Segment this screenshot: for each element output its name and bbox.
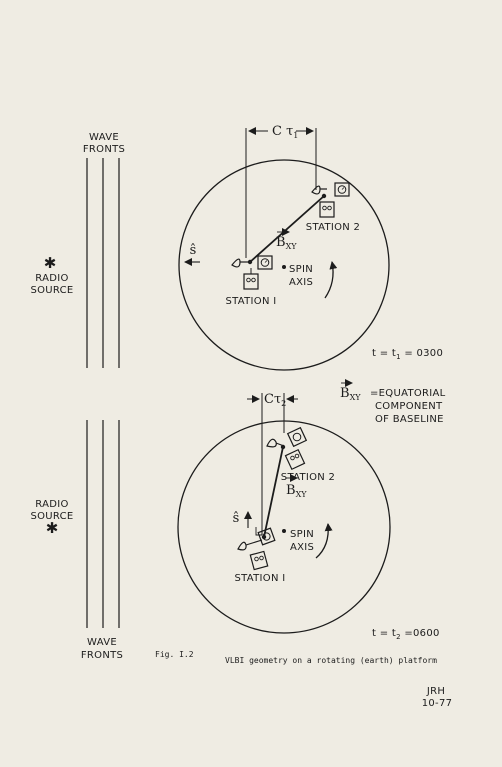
- top-panel: WAVE FRONTS ✱ RADIO SOURCE C τ1 BXY ŝ: [30, 124, 443, 371]
- bottom-s-hat-label: ŝ: [233, 511, 240, 526]
- bottom-radio-source-label-1: RADIO: [35, 499, 68, 510]
- top-station2-node: [321, 193, 327, 199]
- bottom-spin-label-1: SPIN: [290, 529, 314, 540]
- bottom-station2-node: [280, 444, 286, 450]
- figure-caption: VLBI geometry on a rotating (earth) plat…: [225, 656, 437, 665]
- bottom-radio-source-label-2: SOURCE: [30, 511, 73, 522]
- top-radio-source-star: ✱: [44, 254, 57, 272]
- top-bxy-label: BXY: [276, 235, 297, 251]
- top-ctau-label: C τ1: [272, 124, 298, 140]
- top-station2: [311, 182, 350, 218]
- bottom-spin-label-2: AXIS: [290, 542, 314, 553]
- bottom-rotation-arrow: [315, 523, 333, 559]
- top-spin-label-1: SPIN: [289, 264, 313, 275]
- bottom-wave-label-1: WAVE: [87, 637, 117, 648]
- bottom-wave-label-2: FRONTS: [81, 650, 123, 661]
- top-spin-label-2: AXIS: [289, 277, 313, 288]
- bottom-station1-clock-icon: [257, 527, 276, 546]
- bottom-station2-clock-icon: [286, 426, 308, 448]
- legend-block: BXY =EQUATORIAL COMPONENT OF BASELINE: [340, 379, 446, 425]
- top-station2-clock-icon: [334, 182, 350, 197]
- bottom-station1-recorder-icon: [249, 550, 269, 571]
- top-time-label: t = t1 = 0300: [372, 348, 443, 361]
- bottom-station2-recorder-icon: [284, 448, 306, 471]
- legend-symbol: BXY: [340, 386, 361, 402]
- bottom-station2-antenna-icon: [266, 438, 277, 448]
- bottom-panel: WAVE FRONTS RADIO SOURCE ✱ Cτ2 BXY ŝ: [30, 392, 439, 661]
- bottom-bxy-label: BXY: [286, 483, 307, 499]
- top-radio-source-label-1: RADIO: [35, 273, 68, 284]
- bottom-ctau-label: Cτ2: [264, 392, 286, 408]
- top-station2-antenna-icon: [311, 185, 321, 195]
- bottom-spin-axis-dot: [282, 529, 286, 533]
- top-s-hat-label: ŝ: [190, 243, 197, 258]
- top-wave-fronts: [86, 158, 120, 368]
- top-earth-circle: [178, 159, 390, 371]
- top-station1-clock-icon: [257, 255, 273, 270]
- author-date: 10-77: [422, 698, 453, 709]
- bottom-time-label: t = t2 =0600: [372, 628, 440, 641]
- bottom-right-angle-marker: [255, 527, 262, 536]
- top-spin-axis-dot: [282, 265, 286, 269]
- bottom-station1-label: STATION I: [235, 573, 286, 584]
- top-station1-antenna-icon: [231, 258, 241, 268]
- author-initials: JRH: [426, 686, 445, 697]
- legend-line-1: =EQUATORIAL: [370, 388, 446, 399]
- top-station1-recorder-icon: [243, 273, 259, 290]
- bottom-station2: [266, 426, 308, 471]
- bottom-earth-circle: [177, 420, 391, 634]
- bottom-baseline: [263, 446, 284, 538]
- top-station1: [231, 255, 273, 290]
- top-radio-source-label-2: SOURCE: [30, 285, 73, 296]
- top-station1-node: [247, 259, 253, 265]
- bottom-wave-fronts: [86, 420, 120, 628]
- figure-number: Fig. I.2: [155, 650, 194, 659]
- bottom-station1-antenna-icon: [237, 541, 247, 551]
- top-rotation-arrow: [324, 261, 338, 299]
- top-wave-label-1: WAVE: [89, 132, 119, 143]
- legend-line-2: COMPONENT: [375, 401, 443, 412]
- top-wave-label-2: FRONTS: [83, 144, 125, 155]
- top-station2-label: STATION 2: [306, 222, 360, 233]
- bottom-station2-label: STATION 2: [281, 472, 335, 483]
- legend-line-3: OF BASELINE: [375, 414, 444, 425]
- top-station2-recorder-icon: [319, 201, 335, 218]
- top-station1-label: STATION I: [226, 296, 277, 307]
- bottom-station1: [237, 527, 276, 571]
- bottom-radio-source-star: ✱: [46, 519, 59, 537]
